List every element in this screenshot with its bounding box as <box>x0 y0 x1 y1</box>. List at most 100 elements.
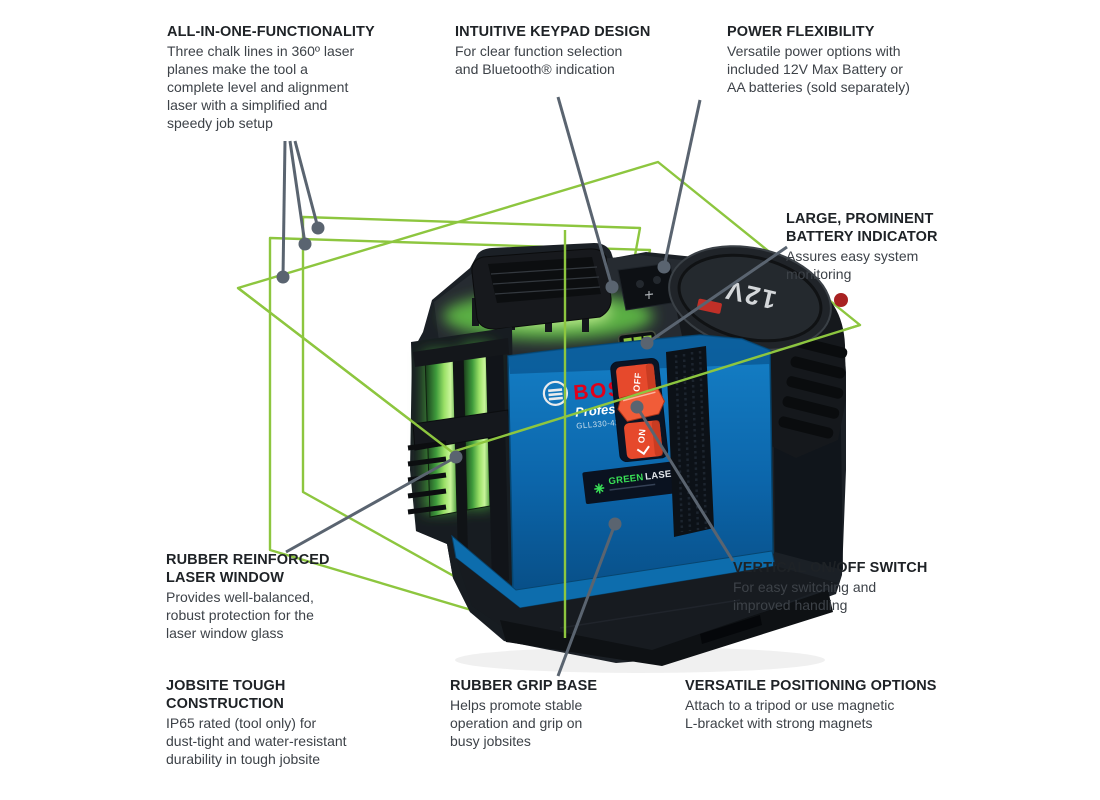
led-bar <box>623 337 633 349</box>
green-laser-badge: GREEN LASER <box>582 459 692 505</box>
feature-title: INTUITIVE KEYPAD DESIGN <box>455 23 650 41</box>
leader-laser-window <box>285 450 463 554</box>
led-bar <box>643 335 653 347</box>
switch-off-label: OFF <box>631 372 643 392</box>
feature-title: RUBBER REINFORCED LASER WINDOW <box>166 551 330 587</box>
feature-title-line: LASER WINDOW <box>166 570 284 586</box>
feature-body: IP65 rated (tool only) for dust-tight an… <box>166 714 347 768</box>
feature-title: LARGE, PROMINENT BATTERY INDICATOR <box>786 210 938 246</box>
bosch-logo-icon <box>542 380 569 406</box>
keypad-button-icon <box>653 276 661 284</box>
feature-body-line: durability in tough jobsite <box>166 751 321 767</box>
left-ribs <box>407 440 447 515</box>
keypad <box>617 262 679 311</box>
leader-grip-base <box>556 517 622 677</box>
feature-title: VERSATILE POSITIONING OPTIONS <box>685 677 937 695</box>
leader-keypad <box>556 96 619 294</box>
leader-onoff-switch <box>630 400 735 562</box>
feature-body-line: included 12V Max Battery or <box>727 61 903 77</box>
feature-body-line: speedy job setup <box>167 115 273 131</box>
chevron-down-icon <box>636 445 650 456</box>
window-clamp-bar <box>412 409 511 451</box>
feature-body-line: robust protection for the <box>166 607 314 623</box>
green-laser-star-icon <box>594 483 605 494</box>
battery-indicator <box>617 330 661 354</box>
horizontal-laser-plane <box>236 160 862 454</box>
feature-body-line: Versatile power options with <box>727 43 901 59</box>
feature-body: For clear function selection and Bluetoo… <box>455 42 650 78</box>
feature-body-line: monitoring <box>786 266 852 282</box>
horizontal-plane-front-edge <box>237 287 861 454</box>
feature-keypad: INTUITIVE KEYPAD DESIGN For clear functi… <box>455 23 650 78</box>
switch-on-label: ON <box>636 428 647 443</box>
grip-texture-panel <box>666 346 714 537</box>
feature-body-line: Three chalk lines in 360º laser <box>167 43 355 59</box>
battery-grip-ridges <box>778 336 848 439</box>
leader-power <box>657 99 702 274</box>
feature-body-line: For clear function selection <box>455 43 623 59</box>
feature-body-line: Attach to a tripod or use magnetic <box>685 697 895 713</box>
feature-body-line: complete level and alignment <box>167 79 349 95</box>
vertical-laser-plane-2 <box>301 215 642 640</box>
feature-body: Assures easy system monitoring <box>786 247 938 283</box>
feature-body-line: operation and grip on <box>450 715 583 731</box>
brand-series: Professional <box>574 398 653 420</box>
feature-title-line: JOBSITE TOUGH <box>166 678 286 694</box>
battery-12v-label: 12V <box>721 275 779 316</box>
feature-onoff-switch: VERTICAL ON/OFF SWITCH For easy switchin… <box>733 559 927 614</box>
feature-body-line: AA batteries (sold separately) <box>727 79 910 95</box>
keypad-plus-icon <box>644 291 654 299</box>
face-top-shade <box>508 335 770 374</box>
feature-title: ALL-IN-ONE-FUNCTIONALITY <box>167 23 375 41</box>
switch-knob <box>617 388 665 422</box>
feature-title-line: VERSATILE POSITIONING OPTIONS <box>685 678 937 694</box>
feature-body: Attach to a tripod or use magnetic L-bra… <box>685 696 937 732</box>
feature-title: RUBBER GRIP BASE <box>450 677 597 695</box>
badge-laser-label: LASER <box>645 468 680 483</box>
top-glow-posts <box>472 298 589 332</box>
feature-body-line: laser with a simplified and <box>167 97 328 113</box>
feature-body: Provides well-balanced, robust protectio… <box>166 588 330 642</box>
feature-body: Three chalk lines in 360º laser planes m… <box>167 42 375 132</box>
ground-shadow <box>455 647 825 673</box>
feature-jobsite-tough: JOBSITE TOUGH CONSTRUCTION IP65 rated (t… <box>166 677 347 768</box>
badge-green-label: GREEN <box>608 472 644 487</box>
battery-red-label <box>696 298 722 314</box>
device-top-cap <box>471 248 612 330</box>
cap-ridges <box>490 266 601 295</box>
leader-battery-indicator <box>640 245 788 350</box>
device-head-housing <box>434 255 770 404</box>
feature-positioning: VERSATILE POSITIONING OPTIONS Attach to … <box>685 677 937 732</box>
feature-body-line: and Bluetooth® indication <box>455 61 615 77</box>
feature-title-line: VERTICAL ON/OFF SWITCH <box>733 560 928 576</box>
feature-body: Versatile power options with included 12… <box>727 42 910 96</box>
feature-title-line: LARGE, PROMINENT <box>786 211 934 227</box>
feature-laser-window: RUBBER REINFORCED LASER WINDOW Provides … <box>166 551 330 642</box>
feature-grip-base: RUBBER GRIP BASE Helps promote stable op… <box>450 677 597 750</box>
cap-inner-panel <box>488 257 601 303</box>
feature-body-line: busy jobsites <box>450 733 531 749</box>
feature-body-line: dust-tight and water-resistant <box>166 733 347 749</box>
feature-body-line: Assures easy system <box>786 248 919 264</box>
feature-title: JOBSITE TOUGH CONSTRUCTION <box>166 677 347 713</box>
laser-window-assembly <box>407 327 516 640</box>
feature-battery-indicator: LARGE, PROMINENT BATTERY INDICATOR Assur… <box>786 210 938 283</box>
feature-title-line: BATTERY INDICATOR <box>786 229 938 245</box>
feature-body: Helps promote stable operation and grip … <box>450 696 597 750</box>
laser-window-glass <box>462 345 491 511</box>
onoff-switch: OFF ON <box>610 357 669 463</box>
feature-body: For easy switching and improved handling <box>733 578 927 614</box>
feature-title-line: RUBBER GRIP BASE <box>450 678 598 694</box>
feature-title-line: ALL-IN-ONE-FUNCTIONALITY <box>167 24 375 40</box>
feature-body-line: IP65 rated (tool only) for <box>166 715 317 731</box>
feature-title-line: CONSTRUCTION <box>166 696 284 712</box>
bosch-branding: BOSCH Professional GLL330-42CG <box>542 375 657 431</box>
feature-all-in-one: ALL-IN-ONE-FUNCTIONALITY Three chalk lin… <box>167 23 375 132</box>
laser-window-glass <box>424 349 458 518</box>
front-face <box>507 334 774 598</box>
top-laser-glow <box>443 292 653 340</box>
led-bar <box>633 336 643 348</box>
feature-power: POWER FLEXIBILITY Versatile power option… <box>727 23 910 96</box>
base-blue-band <box>451 534 776 609</box>
brand-name: BOSCH <box>572 375 657 405</box>
